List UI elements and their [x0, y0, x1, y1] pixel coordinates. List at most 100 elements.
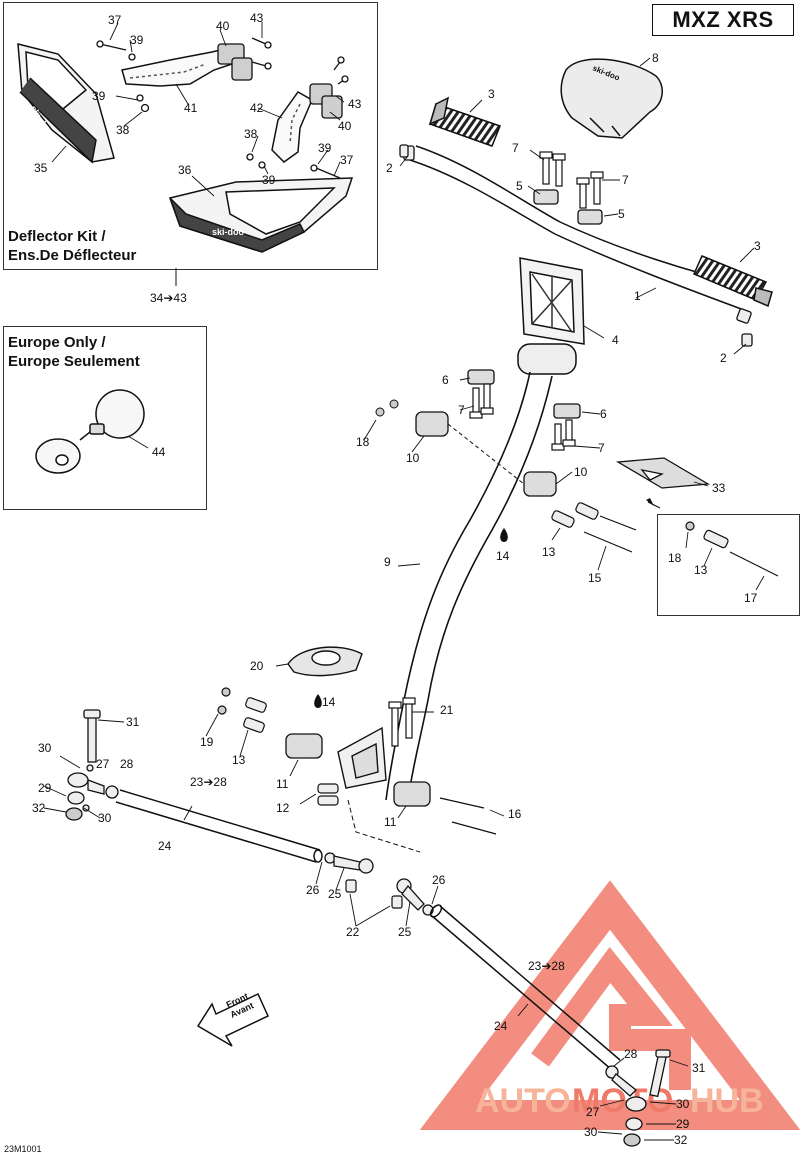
callout-label: 2	[386, 161, 393, 175]
callout-label: 30	[98, 811, 112, 825]
callout-label: 2	[720, 351, 727, 365]
callout-label: 21	[440, 703, 454, 717]
callout-label: 27	[586, 1105, 600, 1119]
callout-label: 30	[584, 1125, 598, 1139]
callout-label: 5	[516, 179, 523, 193]
column-lower-bracket	[337, 726, 387, 789]
callout-label: 12	[276, 801, 290, 815]
middle-bolts-7	[469, 383, 576, 451]
callout-label: 25	[398, 925, 412, 939]
callout-label: 32	[674, 1133, 688, 1147]
callout-numbers: 1223345566777789101011111213131314141516…	[32, 11, 761, 1147]
callout-label: 30	[38, 741, 52, 755]
callout-label: 35	[34, 161, 48, 175]
grip-3-right	[693, 255, 773, 308]
callout-label: 24	[158, 839, 172, 853]
callout-label: 44	[152, 445, 166, 459]
drawing-code: 23M1001	[4, 1144, 42, 1154]
model-label: MXZ XRS	[652, 4, 794, 36]
inset-pointer	[647, 501, 661, 509]
hardware-deflector	[96, 37, 349, 179]
spacers-12	[317, 783, 339, 806]
europe-only-title-line2: Europe Seulement	[8, 353, 140, 370]
bolts-21	[388, 697, 416, 747]
callout-label: 24	[494, 1019, 508, 1033]
callout-label: 16	[508, 807, 522, 821]
inset-parts	[685, 521, 779, 577]
callout-label: 28	[120, 757, 134, 771]
callout-label: 17	[744, 591, 758, 605]
callout-label: 13	[232, 753, 246, 767]
watermark-text-part3: HUB	[690, 1082, 764, 1120]
deflector-kit-title-line1: Deflector Kit /	[8, 228, 106, 245]
callout-label: 15	[588, 571, 602, 585]
plate-33	[615, 457, 711, 489]
linkage-hidden-line	[347, 799, 421, 853]
callout-label: 20	[250, 659, 264, 673]
callout-label: 13	[542, 545, 556, 559]
callout-label: 5	[618, 207, 625, 221]
upper-bolts-7	[539, 151, 604, 209]
callout-label: 11	[384, 815, 397, 829]
callout-label: 14	[322, 695, 336, 709]
callout-label: 39	[318, 141, 332, 155]
callout-label: 36	[178, 163, 192, 177]
callout-label: 7	[598, 441, 605, 455]
callout-label: 28	[624, 1047, 638, 1061]
callout-label: 32	[32, 801, 46, 815]
callout-label: 10	[574, 465, 588, 479]
inset-pointer-head	[646, 498, 654, 506]
riser-block-4	[519, 257, 585, 345]
deflector-kit-title: Deflector Kit / Ens.De Déflecteur	[8, 227, 136, 265]
bar-end-plugs	[399, 144, 753, 347]
mirror-44	[35, 389, 145, 474]
watermark-logo	[419, 880, 800, 1130]
rod-end-25-left	[324, 852, 374, 874]
callout-label: 39	[262, 173, 276, 187]
deflector-36-brand: ski-doo	[212, 227, 245, 237]
middle-clamps-6	[467, 369, 581, 419]
deflector-kit-title-line2: Ens.De Déflecteur	[8, 247, 137, 264]
tie-rod-24-left	[115, 789, 323, 863]
callout-label: 40	[338, 119, 352, 133]
bar-pad-8	[560, 58, 663, 139]
lubricant-symbols	[314, 528, 508, 708]
clamp-40-upper	[217, 43, 253, 81]
deflector-36-right	[169, 177, 354, 253]
bracket-41	[121, 45, 239, 87]
tie-rod-24-right	[429, 904, 621, 1071]
callout-label: 31	[126, 715, 140, 729]
callout-label: 22	[346, 925, 360, 939]
callout-label: 39	[92, 89, 106, 103]
callout-label: 4	[612, 333, 619, 347]
clamp-10-axis	[447, 423, 525, 485]
callout-label: 23➔28	[528, 959, 565, 973]
callout-label: 38	[116, 123, 130, 137]
clamp-40-lower	[309, 83, 343, 119]
watermark-text-part1: AUTO	[475, 1082, 571, 1120]
callout-label: 1	[634, 289, 641, 303]
callout-label: 37	[108, 13, 122, 27]
tie-rod-end-right	[605, 1049, 671, 1147]
callout-label: 7	[512, 141, 519, 155]
callout-label: 33	[712, 481, 726, 495]
callout-label: 26	[306, 883, 320, 897]
deflector-35-left	[17, 43, 115, 164]
front-arrow	[196, 992, 269, 1047]
callout-label: 31	[692, 1061, 706, 1075]
callout-label: 26	[432, 873, 446, 887]
callout-label: 27	[96, 757, 110, 771]
grip-3-left	[428, 96, 501, 147]
callout-label: 19	[200, 735, 214, 749]
callout-label: 13	[694, 563, 708, 577]
callout-label: 8	[652, 51, 659, 65]
callout-label: 10	[406, 451, 420, 465]
callout-label: 38	[244, 127, 258, 141]
bolts-16	[439, 797, 497, 835]
spacers-13-right	[551, 502, 637, 553]
leader-lines	[43, 22, 765, 1141]
rod-end-25-right	[396, 878, 434, 916]
callout-label: 14	[496, 549, 510, 563]
callout-label: 6	[600, 407, 607, 421]
